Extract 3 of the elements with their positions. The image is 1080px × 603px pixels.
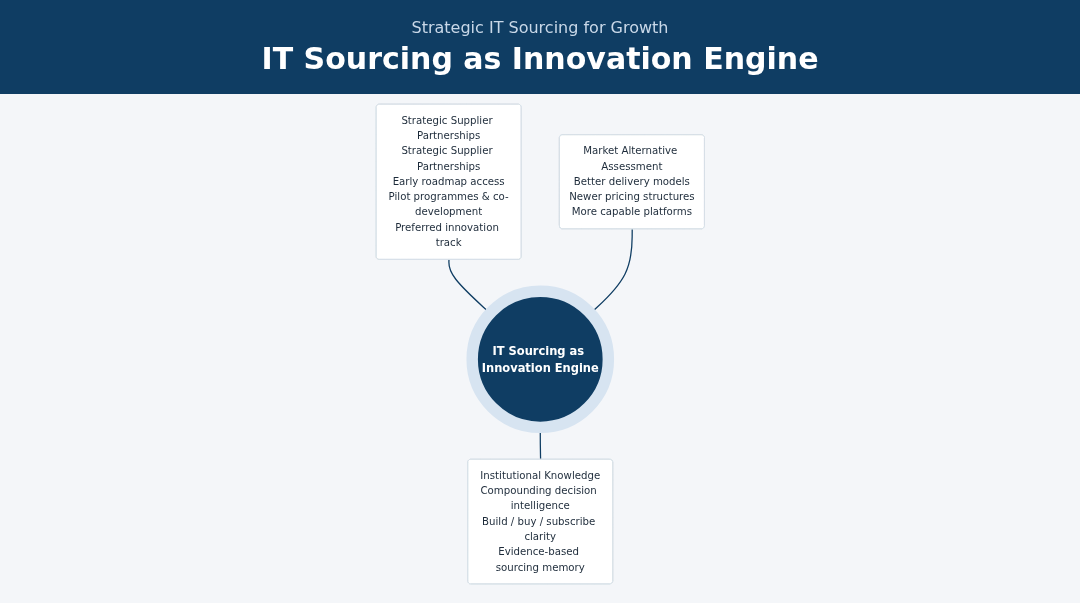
node-circle: IT Sourcing as Innovation Engine [466,285,614,434]
title: IT Sourcing as Innovation Engine [261,41,819,76]
subtitle: Strategic IT Sourcing for Growth [411,18,669,37]
